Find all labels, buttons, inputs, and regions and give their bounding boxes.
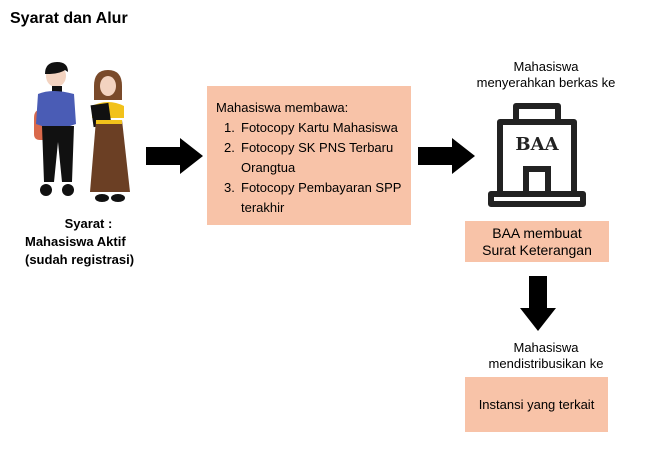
documents-item: 1.Fotocopy Kartu Mahasiswa: [224, 120, 398, 135]
documents-item: 3.Fotocopy Pembayaran SPP terakhir: [224, 180, 402, 215]
requirement-note: (sudah registrasi): [25, 252, 135, 267]
arrow-down-icon: [520, 276, 556, 331]
arrow-right-icon: [146, 138, 203, 174]
target-label: Instansi yang terkait: [478, 397, 595, 412]
documents-item: 2.Fotocopy SK PNS Terbaru Orangtua: [224, 140, 394, 175]
baa-action-box: BAA membuat Surat Keterangan: [465, 221, 609, 262]
page-title: Syarat dan Alur: [10, 10, 128, 27]
requirement-label: Syarat :: [64, 216, 113, 231]
documents-box: Mahasiswa membawa: 1.Fotocopy Kartu Maha…: [207, 86, 411, 225]
building-icon: BAA: [488, 103, 586, 207]
submit-caption: Mahasiswa menyerahkan berkas ke: [476, 59, 616, 90]
documents-list: 1.Fotocopy Kartu Mahasiswa 2.Fotocopy SK…: [216, 118, 411, 218]
target-box: Instansi yang terkait: [465, 377, 608, 432]
requirement-text: Syarat : Mahasiswa Aktif (sudah registra…: [0, 215, 165, 269]
requirement-status: Mahasiswa Aktif: [25, 234, 126, 249]
building-label: BAA: [515, 134, 559, 155]
arrow-right-icon: [418, 138, 475, 174]
documents-heading: Mahasiswa membawa:: [216, 100, 349, 115]
students-illustration-icon: [34, 62, 130, 202]
distribute-caption: Mahasiswa mendistribusikan ke: [488, 340, 604, 371]
